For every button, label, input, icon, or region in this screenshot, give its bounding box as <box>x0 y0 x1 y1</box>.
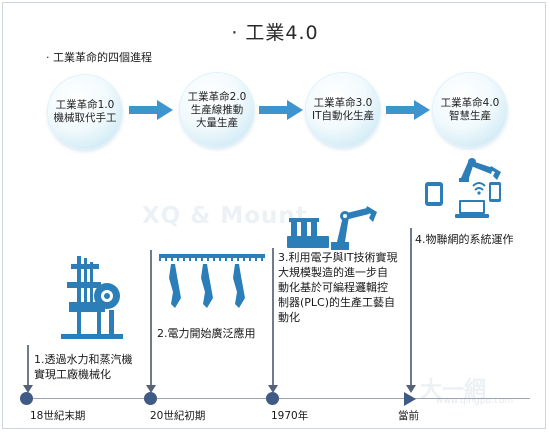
timeline-label-2: 20世紀初期 <box>150 410 206 422</box>
timeline-connector-2 <box>150 250 152 387</box>
stage-1-label: 工業革命1.0 <box>55 99 115 111</box>
description-3: 3.利用電子與IT技術實現 大規模製造的進一步自 動化基於可編程邏輯控 制器(P… <box>278 250 397 325</box>
arrow-right-icon <box>386 100 430 120</box>
description-1-line-2: 實現工廠機械化 <box>34 368 111 381</box>
description-3-line-2: 大規模製造的進一步自 <box>278 266 388 279</box>
steam-machine-icon <box>61 256 123 339</box>
iot-devices-icon <box>425 158 501 218</box>
timeline-connector-3 <box>272 248 274 387</box>
description-2-line-1: 2.電力開始廣泛應用 <box>157 327 256 340</box>
stage-4-label: 工業革命4.0 <box>440 97 500 109</box>
arrow-down-icon <box>23 385 33 393</box>
timeline-label-3: 1970年 <box>271 410 309 422</box>
timeline-dot-2 <box>144 392 157 405</box>
page-title: · 工業4.0 <box>231 22 319 44</box>
timeline-label-1: 18世紀末期 <box>30 410 86 422</box>
description-3-line-5: 動化 <box>278 311 300 324</box>
timeline-connector-1 <box>27 345 29 387</box>
description-2: 2.電力開始廣泛應用 <box>157 326 256 341</box>
description-3-line-1: 3.利用電子與IT技術實現 <box>278 251 398 264</box>
arrow-down-icon <box>406 385 416 393</box>
stage-2-desc-1: 生產線推動 <box>190 103 244 116</box>
robot-arm-icon <box>287 206 377 250</box>
subtitle: · 工業革命的四個進程 <box>46 51 152 64</box>
stage-circle-4: 工業革命4.0 智慧生產 <box>433 73 507 147</box>
timeline-connector-4 <box>410 228 412 387</box>
timeline-end-arrow-icon <box>404 392 416 406</box>
stage-3-label: 工業革命3.0 <box>313 97 373 109</box>
arrow-shape <box>259 100 303 120</box>
arrow-down-icon <box>268 385 278 393</box>
description-3-line-3: 動化基於可編程邏輯控 <box>278 281 388 294</box>
timeline-dot-3 <box>266 392 279 405</box>
watermark-url: www.qingpu.com <box>436 396 514 406</box>
arrow-right-icon <box>259 100 303 120</box>
stage-circle-1: 工業革命1.0 機械取代手工 <box>48 75 122 149</box>
timeline-dot-1 <box>20 392 33 405</box>
assembly-line-icon <box>159 254 265 308</box>
stage-3-desc: IT自動化生產 <box>311 110 374 122</box>
arrow-down-icon <box>146 385 156 393</box>
diagram-frame <box>2 2 546 429</box>
stage-4-desc: 智慧生產 <box>449 110 491 122</box>
arrow-shape <box>129 100 173 120</box>
description-1: 1.透過水力和蒸汽機 實現工廠機械化 <box>34 352 133 382</box>
description-3-line-4: 制器(PLC)的生產工藝自 <box>278 296 396 309</box>
stage-2-label: 工業革命2.0 <box>187 90 247 103</box>
stage-circle-2: 工業革命2.0 生產線推動 大量生產 <box>180 73 254 147</box>
watermark-text: XQ & Mount <box>142 203 308 229</box>
arrow-shape <box>386 100 430 120</box>
arrow-right-icon <box>129 100 173 120</box>
description-4: 4.物聯網的系統運作 <box>415 232 514 247</box>
stage-circle-3: 工業革命3.0 IT自動化生產 <box>306 73 380 147</box>
description-4-line-1: 4.物聯網的系統運作 <box>415 233 514 246</box>
stage-2-desc-2: 大量生產 <box>196 116 238 129</box>
timeline-label-4: 當前 <box>398 410 419 422</box>
stage-1-desc: 機械取代手工 <box>53 112 117 124</box>
description-1-line-1: 1.透過水力和蒸汽機 <box>34 353 133 366</box>
